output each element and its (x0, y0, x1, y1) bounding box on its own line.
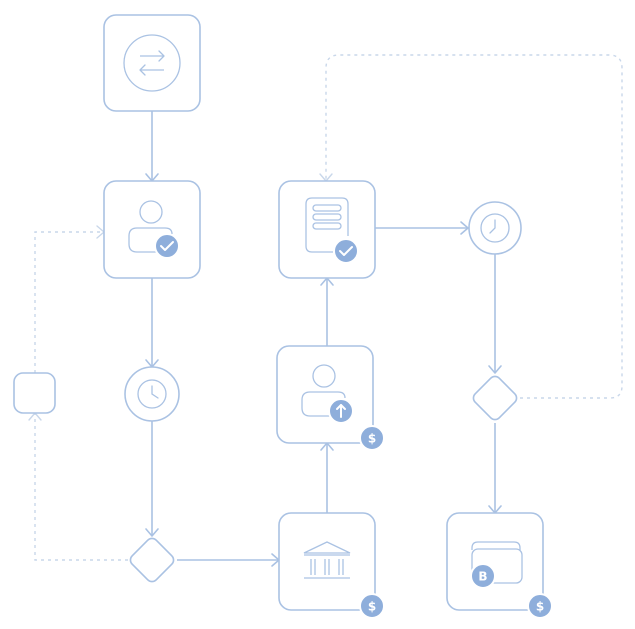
dashed-loop-upper (34, 231, 104, 373)
connectors (28, 54, 623, 567)
diamond-shape (129, 537, 175, 583)
dollar-icon: $ (359, 425, 385, 451)
node-frame (276, 345, 374, 444)
check-icon (154, 233, 180, 259)
upload-arrow-icon (328, 398, 354, 424)
diamond-shape (472, 375, 518, 421)
wallet-node[interactable]: B $ (446, 512, 553, 619)
dashed-loop-right (325, 54, 623, 399)
approved-document-node[interactable] (278, 180, 376, 279)
side-node[interactable] (13, 372, 56, 414)
node-frame (278, 512, 376, 611)
dollar-glyph: $ (368, 600, 376, 614)
user-icon (128, 200, 173, 253)
verified-user-node[interactable] (103, 180, 201, 279)
bank-node[interactable]: $ (278, 512, 385, 619)
clock-icon (480, 213, 510, 243)
node-frame (103, 14, 201, 112)
node-frame (103, 180, 201, 279)
decision-node-2[interactable] (471, 374, 519, 422)
bank-icon (303, 541, 351, 579)
exchange-node[interactable] (103, 14, 201, 112)
clock-icon (137, 379, 167, 409)
check-icon (333, 238, 359, 264)
bitcoin-glyph: B (478, 570, 487, 584)
dollar-icon: $ (527, 593, 553, 619)
user-icon (301, 364, 346, 417)
timer-node-1[interactable] (124, 366, 180, 422)
bitcoin-icon: B (470, 563, 496, 589)
dollar-glyph: $ (368, 432, 376, 446)
arrowhead (488, 365, 502, 374)
dollar-icon: $ (359, 593, 385, 619)
user-upload-node[interactable]: $ (276, 345, 385, 451)
timer-node-2[interactable] (468, 201, 522, 255)
decision-node-1[interactable] (128, 536, 176, 584)
arrowhead (145, 528, 159, 537)
exchange-arrows-icon (123, 34, 181, 92)
node-frame (446, 512, 544, 611)
document-icon (305, 197, 349, 253)
dollar-glyph: $ (536, 600, 544, 614)
node-frame (13, 372, 56, 414)
dashed-loop-lower (34, 413, 128, 561)
arrowhead (460, 221, 469, 235)
arrowhead (28, 412, 42, 421)
wallet-icon (471, 541, 523, 584)
